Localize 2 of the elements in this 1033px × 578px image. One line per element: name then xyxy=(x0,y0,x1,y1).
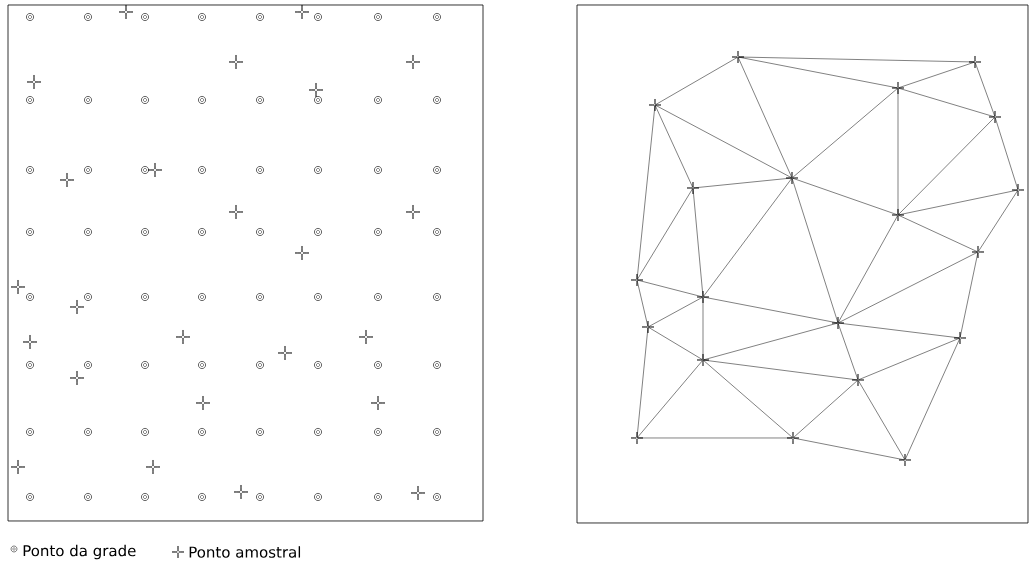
legend-text: Ponto da grade xyxy=(23,544,136,560)
legend-text: Ponto amostral xyxy=(189,546,301,558)
